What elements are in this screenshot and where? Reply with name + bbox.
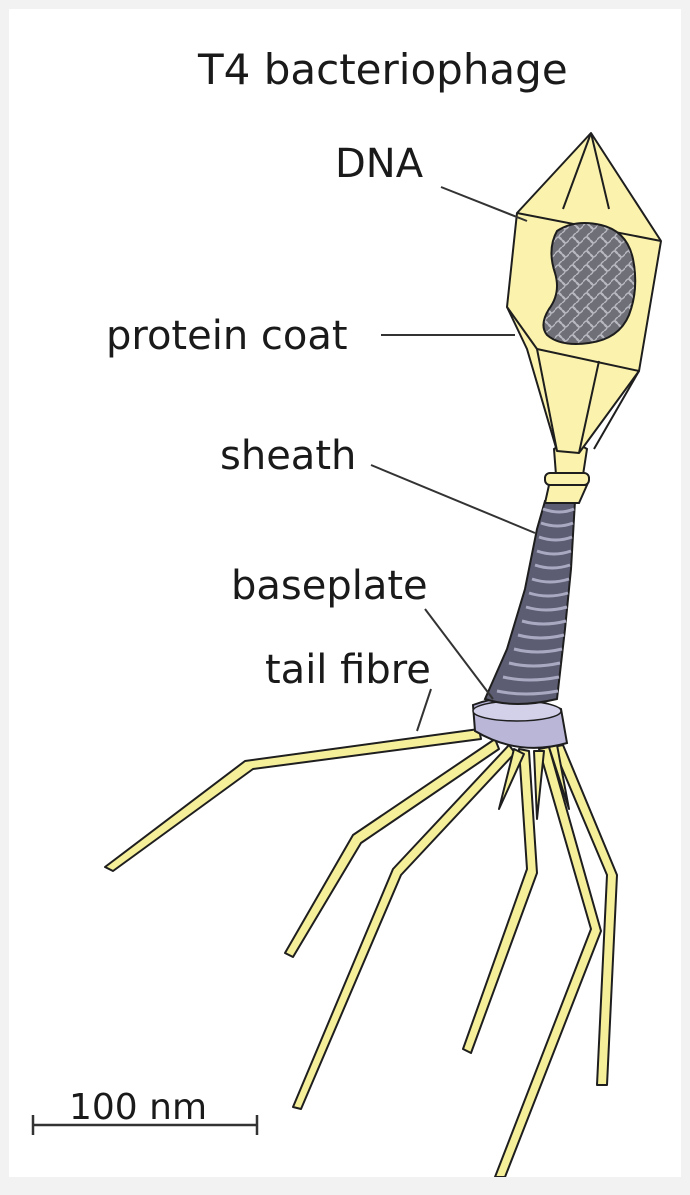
tail-fibre-2 (285, 739, 499, 957)
leader-dna (441, 187, 527, 221)
baseplate-shape (473, 698, 567, 748)
leader-sheath (371, 465, 535, 533)
diagram-title: T4 bacteriophage (198, 45, 568, 94)
label-dna: DNA (335, 141, 423, 187)
label-protein-coat: protein coat (106, 313, 348, 359)
leader-tail-fibre (417, 689, 431, 731)
label-sheath: sheath (220, 433, 356, 479)
label-tail-fibre: tail fibre (265, 647, 431, 693)
leader-baseplate (425, 609, 493, 699)
dna-blob (543, 223, 635, 344)
scale-bar-label: 100 nm (69, 1087, 207, 1128)
label-baseplate: baseplate (231, 563, 428, 609)
diagram-canvas: T4 bacteriophage DNA protein coat sheath… (9, 9, 681, 1177)
